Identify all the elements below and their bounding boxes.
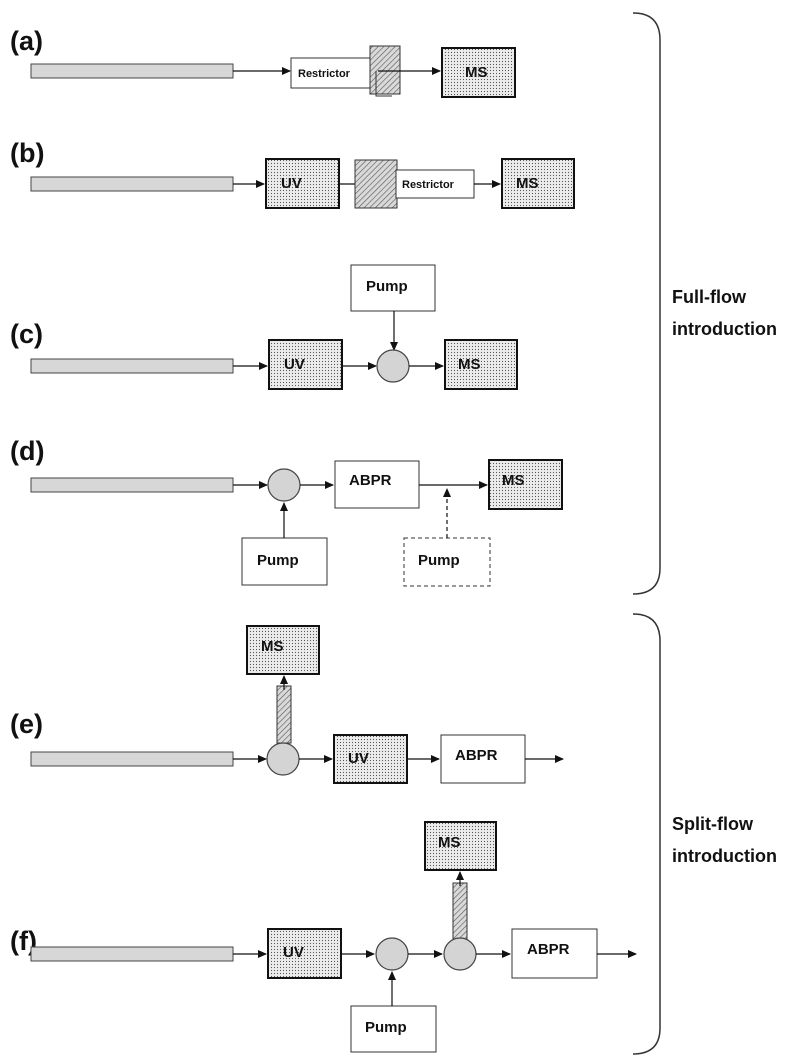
row-d: (d) Pump ABPR Pump MS	[10, 436, 563, 587]
ms-label: MS	[516, 175, 539, 192]
column-bar	[30, 946, 234, 962]
full-flow-label-line1: Full-flow	[672, 287, 747, 307]
panel-label-d: (d)	[10, 436, 44, 466]
restrictor-box	[395, 169, 475, 199]
restrictor-label: Restrictor	[298, 68, 351, 80]
split-flow-label-line1: Split-flow	[672, 814, 754, 834]
uv-box	[268, 339, 343, 390]
split-transfer-line	[452, 882, 468, 940]
mixing-tee	[376, 349, 410, 383]
ms-label: MS	[261, 638, 284, 655]
ms-box	[441, 47, 516, 98]
row-a: (a) Restrictor MS	[10, 26, 516, 98]
row-b: (b) UV Restrictor MS	[10, 138, 575, 209]
abpr-box	[511, 928, 598, 979]
abpr-box	[334, 460, 420, 509]
panel-label-e: (e)	[10, 709, 43, 739]
split-transfer-line	[276, 685, 292, 744]
split-flow-brace	[632, 613, 661, 1055]
splitter-tee	[443, 937, 477, 971]
ms-label: MS	[502, 472, 525, 489]
uv-label: UV	[283, 944, 304, 961]
interface-channel	[375, 71, 392, 97]
ms-label: MS	[465, 64, 488, 81]
mixing-tee	[267, 468, 301, 502]
pump-label: Pump	[366, 278, 408, 295]
column-bar	[30, 358, 234, 374]
uv-label: UV	[284, 356, 305, 373]
interface-block	[354, 159, 398, 209]
full-flow-label-line2: introduction	[672, 319, 777, 339]
restrictor-label: Restrictor	[402, 179, 455, 191]
uv-label: UV	[281, 175, 302, 192]
interface-block	[369, 45, 401, 95]
uv-box	[333, 734, 408, 784]
split-flow-label-line2: introduction	[672, 846, 777, 866]
pump-box	[350, 1005, 437, 1053]
uv-box	[267, 928, 342, 979]
panel-label-a: (a)	[10, 26, 43, 56]
pump-label: Pump	[365, 1019, 407, 1036]
column-bar	[30, 63, 234, 79]
pump-label: Pump	[257, 552, 299, 569]
abpr-box	[440, 734, 526, 784]
row-f: (f) MS UV Pump ABPR	[10, 821, 637, 1053]
column-bar	[30, 176, 234, 192]
pump-box	[350, 264, 436, 312]
optional-pump-box	[403, 537, 491, 587]
ms-box	[444, 339, 518, 390]
panel-label-b: (b)	[10, 138, 44, 168]
row-e: (e) MS UV ABPR	[10, 625, 564, 784]
ms-label: MS	[458, 356, 481, 373]
abpr-label: ABPR	[349, 472, 392, 489]
abpr-label: ABPR	[455, 747, 498, 764]
panel-label-c: (c)	[10, 319, 43, 349]
mixing-tee	[375, 937, 409, 971]
row-c: (c) Pump UV MS	[10, 264, 518, 390]
ms-box	[501, 158, 575, 209]
splitter-tee	[266, 742, 300, 776]
ms-box	[246, 625, 320, 675]
ms-label: MS	[438, 834, 461, 851]
column-bar	[30, 751, 234, 767]
uv-label: UV	[348, 750, 369, 767]
abpr-label: ABPR	[527, 941, 570, 958]
ms-box	[488, 459, 563, 510]
full-flow-brace	[632, 12, 661, 595]
column-bar	[30, 477, 234, 493]
ms-box	[424, 821, 497, 871]
uv-box	[265, 158, 340, 209]
pump-label: Pump	[418, 552, 460, 569]
